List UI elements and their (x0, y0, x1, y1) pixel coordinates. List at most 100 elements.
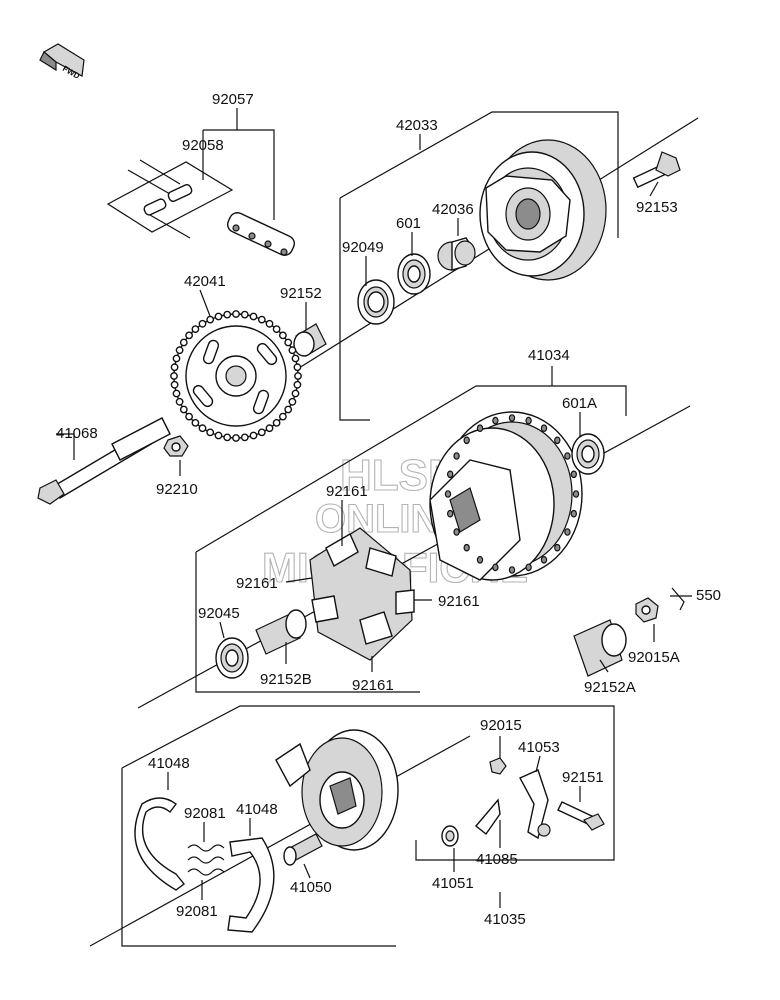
callout-92161-a: 92161 (326, 483, 368, 500)
wheel-spoke-hole (453, 452, 460, 460)
sprocket-tooth (214, 431, 223, 440)
brake-shoe-41048-left-part (134, 797, 185, 891)
callout-92153: 92153 (636, 199, 678, 216)
wheel-spoke-hole (447, 470, 454, 479)
callout-92058: 92058 (182, 137, 224, 154)
callout-92161-d: 92161 (352, 677, 394, 694)
sprocket-tooth (170, 363, 179, 372)
wheel-spoke-hole (570, 470, 578, 479)
axle-41068-part (37, 417, 171, 505)
seal-41051-part (441, 825, 459, 847)
callout-92161-c: 92161 (438, 593, 480, 610)
sprocket-tooth (175, 397, 184, 406)
drive-chain-part (106, 159, 296, 256)
sprocket-tooth (288, 397, 297, 406)
wheel-spoke-hole (492, 563, 499, 572)
damper-92161-part (309, 527, 415, 661)
callout-92152B: 92152B (260, 671, 312, 688)
collar-92152B-part (255, 609, 307, 655)
sprocket-tooth (185, 331, 194, 340)
leader-lines (56, 108, 692, 908)
callout-92151: 92151 (562, 769, 604, 786)
sprocket-tooth (191, 325, 200, 333)
callout-92057: 92057 (212, 91, 254, 108)
sprocket-tooth (265, 424, 274, 433)
callout-92081-a: 92081 (184, 805, 226, 822)
cam-41050-part (283, 833, 323, 866)
nut-92210-part (163, 435, 189, 457)
collar-92152-part (293, 323, 327, 357)
sprocket-tooth (170, 380, 179, 389)
callout-92152A: 92152A (584, 679, 636, 696)
wheel-spoke-hole (564, 528, 571, 536)
collar-42036-part (437, 237, 476, 271)
rear-wheel-hub-part (429, 411, 583, 581)
sprocket-tooth (240, 433, 249, 442)
wheel-spoke-hole (554, 436, 561, 445)
brake-shoe-41048-right-part (227, 837, 275, 933)
callout-42036: 42036 (432, 201, 474, 218)
callout-42041: 42041 (184, 273, 226, 290)
sprocket-tooth (214, 312, 223, 321)
wheel-spoke-hole (508, 414, 516, 422)
callout-42033: 42033 (396, 117, 438, 134)
sprocket-tooth (265, 319, 274, 328)
bolt-92153-part (632, 151, 681, 189)
wheel-spoke-hole (453, 528, 460, 536)
sprocket-tooth (170, 372, 178, 380)
callout-labels: 92057 92058 42033 42036 601 92049 92153 … (56, 91, 721, 928)
indicator-41085-part (475, 798, 501, 836)
sprocket-tooth (198, 424, 207, 433)
sprocket-tooth (232, 434, 240, 442)
callout-601: 601 (396, 215, 421, 232)
wheel-spoke-hole (540, 555, 548, 564)
sprocket-tooth (291, 389, 300, 398)
sprocket-tooth (179, 338, 188, 347)
wheel-spoke-hole (508, 566, 516, 574)
callout-41035: 41035 (484, 911, 526, 928)
callout-92015: 92015 (480, 717, 522, 734)
group-brackets (89, 111, 699, 947)
brake-lever-41053-part (519, 769, 551, 840)
sprocket-tooth (278, 412, 287, 421)
sprocket-tooth (179, 405, 188, 414)
wheel-spoke-hole (564, 452, 571, 460)
sprocket-tooth (278, 331, 287, 340)
sprocket-tooth (293, 363, 302, 372)
callout-550: 550 (696, 587, 721, 604)
callout-41051: 41051 (432, 875, 474, 892)
sprocket-tooth (249, 431, 258, 440)
callout-41053: 41053 (518, 739, 560, 756)
sprocket-tooth (284, 338, 293, 347)
sprocket-tooth (191, 418, 200, 427)
nut-92015A-part (635, 597, 659, 623)
rear-sprocket-part (170, 310, 302, 442)
callout-92045: 92045 (198, 605, 240, 622)
seal-92049-part (357, 279, 395, 325)
collar-92152A-part (573, 619, 627, 677)
brake-panel-part (275, 729, 399, 851)
wheel-spoke-hole (554, 543, 561, 552)
wheel-spoke-hole (525, 416, 532, 425)
sprocket-tooth (175, 346, 184, 355)
sprocket-tooth (223, 433, 232, 442)
sprocket-tooth (249, 312, 258, 321)
wheel-spoke-hole (476, 555, 484, 564)
sprocket-tooth (257, 315, 266, 324)
wheel-spoke-hole (570, 509, 578, 518)
sprocket-tooth (284, 405, 293, 414)
callout-92015A: 92015A (628, 649, 680, 666)
bolt-92151-part (557, 801, 605, 831)
wheel-spoke-hole (476, 424, 484, 433)
sprocket-tooth (223, 310, 232, 319)
callout-41048-b: 41048 (236, 801, 278, 818)
sprocket-tooth (232, 310, 240, 318)
callout-41048-a: 41048 (148, 755, 190, 772)
callout-92049: 92049 (342, 239, 384, 256)
sprocket-tooth (198, 319, 207, 328)
bearing-601-part (397, 253, 431, 295)
wheel-spoke-hole (463, 436, 470, 445)
sprocket-tooth (206, 428, 215, 437)
sprocket-tooth (172, 389, 181, 398)
